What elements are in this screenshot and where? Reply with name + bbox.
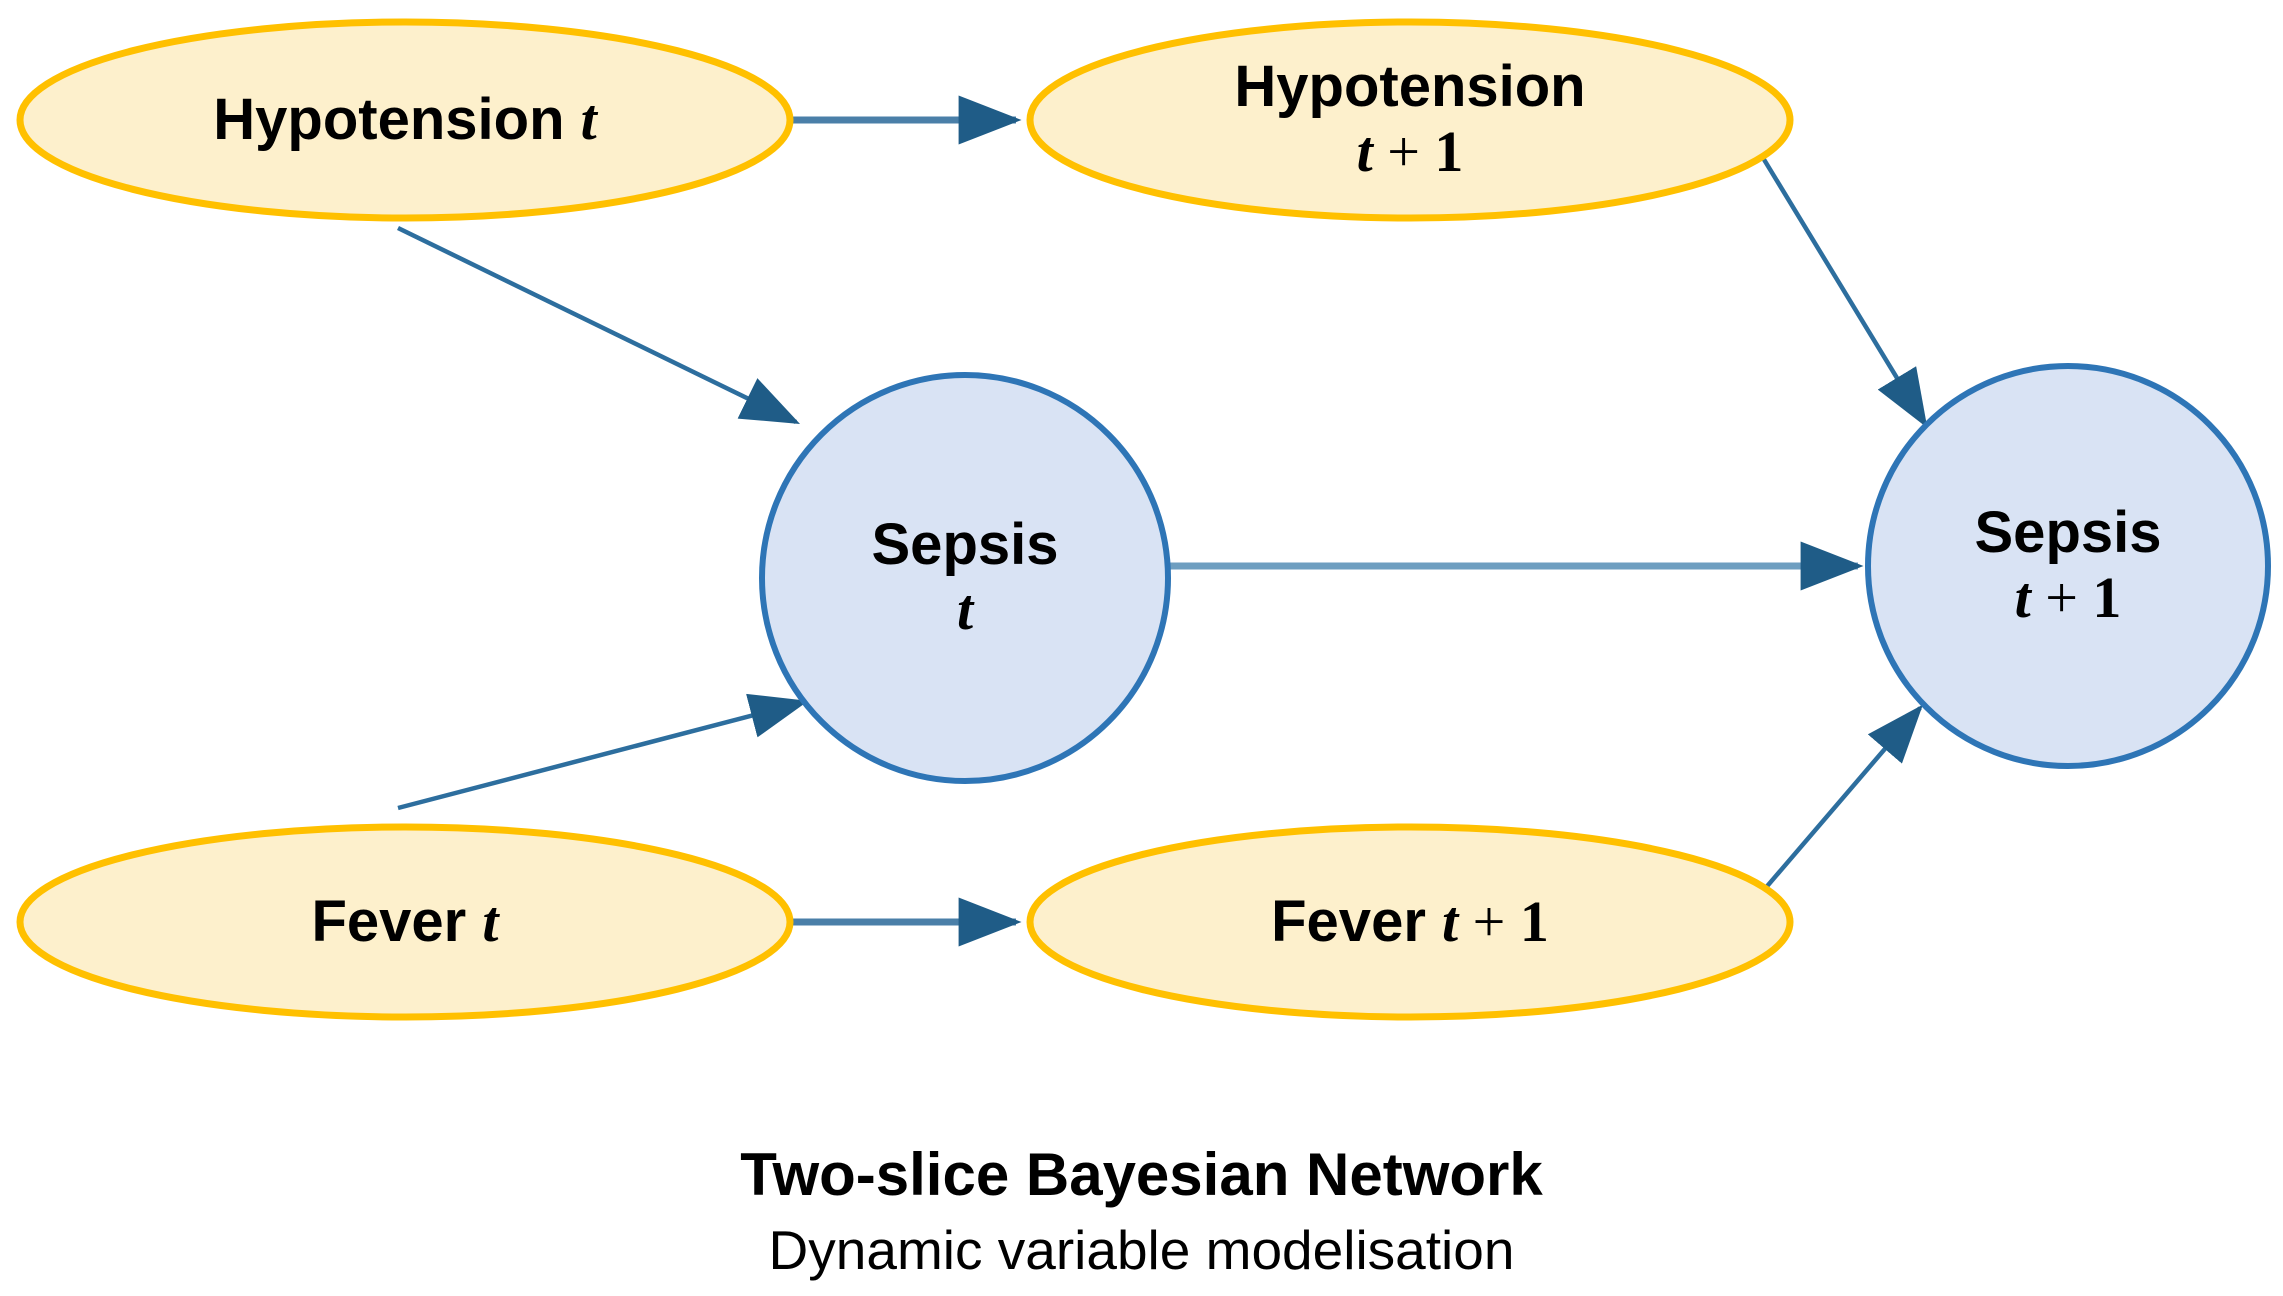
node-sepsis-t-shape[interactable]: [759, 372, 1171, 784]
edge-fever-t1-to-sepsis-t1: [1755, 704, 1923, 900]
node-hypotension-t-shape[interactable]: [16, 18, 794, 222]
node-sepsis-t1-shape[interactable]: [1865, 363, 2271, 769]
edge-fever-t-to-sepsis-t: [397, 693, 809, 811]
edge-hypotension-t-to-sepsis-t: [397, 225, 801, 425]
node-hypotension-t1-shape[interactable]: [1026, 18, 1794, 222]
edge-hypotension-t1-to-sepsis-t1: [1755, 146, 1928, 428]
edge-group: [397, 95, 1928, 947]
caption-title: Two-slice Bayesian Network: [740, 1141, 1543, 1208]
node-fever-t1-shape[interactable]: [1026, 823, 1794, 1021]
node-shape-group: [16, 18, 2271, 1021]
node-fever-t-shape[interactable]: [16, 823, 794, 1021]
caption-subtitle: Dynamic variable modelisation: [768, 1219, 1515, 1281]
